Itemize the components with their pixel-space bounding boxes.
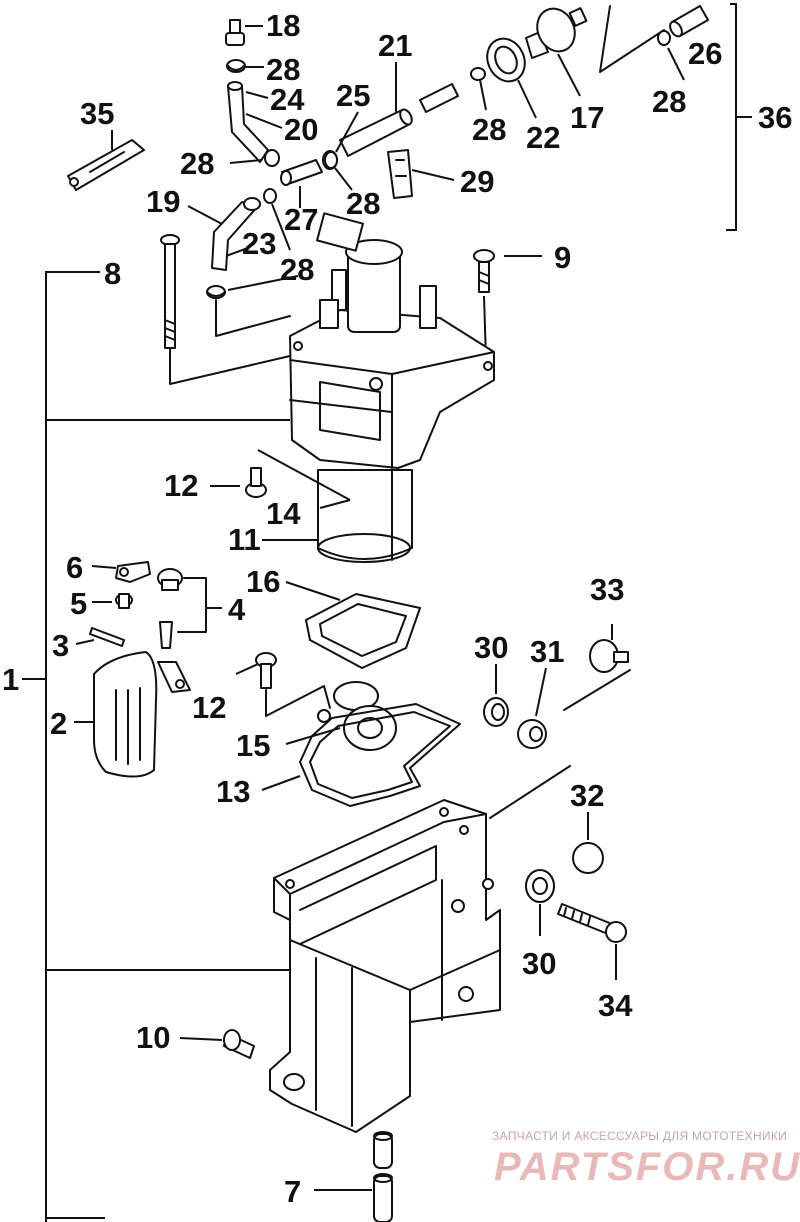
assembly-bracket-36 xyxy=(726,3,752,231)
callout-15: 15 xyxy=(236,728,270,763)
callout-16: 16 xyxy=(246,564,280,599)
callout-23: 23 xyxy=(242,226,276,261)
part-12-screw-lower xyxy=(235,652,331,717)
part-31-seal xyxy=(517,667,547,749)
part-27-connector xyxy=(280,159,323,208)
part-30-washer-upper xyxy=(483,664,509,727)
callout-28: 28 xyxy=(652,84,686,119)
part-28-clamp-26 xyxy=(657,30,685,81)
part-33-cap xyxy=(563,624,631,711)
part-2-cover xyxy=(74,651,158,778)
callout-25: 25 xyxy=(336,78,370,113)
assembly-bracket-1 xyxy=(22,271,290,1222)
callout-28: 28 xyxy=(266,52,300,87)
callout-4: 4 xyxy=(228,592,246,627)
callout-28: 28 xyxy=(346,186,380,221)
watermark-tagline: ЗАПЧАСТИ И АКСЕССУАРЫ ДЛЯ МОТОТЕХНИКИ xyxy=(492,1129,787,1143)
part-11-cylinder xyxy=(257,449,413,563)
callout-5: 5 xyxy=(70,586,87,621)
callout-19: 19 xyxy=(146,184,180,219)
callout-26: 26 xyxy=(688,36,722,71)
part-lower-housing xyxy=(269,765,571,1133)
callout-14: 14 xyxy=(266,496,301,531)
callout-28: 28 xyxy=(180,146,214,181)
part-30-washer-lower xyxy=(525,869,555,936)
callout-33: 33 xyxy=(590,572,624,607)
callout-32: 32 xyxy=(570,778,604,813)
part-upper-body xyxy=(289,212,495,469)
part-28-clamp-low xyxy=(206,275,299,337)
callout-17: 17 xyxy=(570,100,604,135)
watermark: ЗАПЧАСТИ И АКСЕССУАРЫ ДЛЯ МОТОТЕХНИКИ PA… xyxy=(492,1129,800,1189)
callout-8: 8 xyxy=(104,256,121,291)
part-4-valve xyxy=(157,568,222,649)
part-4-clip xyxy=(157,661,191,693)
callout-7: 7 xyxy=(284,1174,301,1209)
part-32-washer xyxy=(572,812,604,874)
part-22-ring xyxy=(486,37,537,119)
part-28-clamp-22 xyxy=(470,67,487,111)
part-35-strap xyxy=(67,130,145,191)
callout-24: 24 xyxy=(270,82,305,117)
part-19-23-hose xyxy=(187,197,261,271)
callout-36: 36 xyxy=(758,100,792,135)
callout-22: 22 xyxy=(526,120,560,155)
part-18-fitting xyxy=(225,19,263,46)
callout-34: 34 xyxy=(598,988,633,1023)
callout-28: 28 xyxy=(280,252,314,287)
callout-18: 18 xyxy=(266,8,300,43)
callout-10: 10 xyxy=(136,1020,170,1055)
callout-31: 31 xyxy=(530,634,564,669)
part-28-clamp-mid xyxy=(324,151,353,191)
watermark-brand: PARTSFOR.RU xyxy=(494,1145,800,1189)
part-10-bolt xyxy=(179,1029,255,1059)
part-13-gasket xyxy=(261,703,461,807)
callout-20: 20 xyxy=(284,112,318,147)
callout-30: 30 xyxy=(474,630,508,665)
part-29-clip xyxy=(387,149,455,199)
callout-21: 21 xyxy=(378,28,412,63)
callout-13: 13 xyxy=(216,774,250,809)
callout-12: 12 xyxy=(192,690,226,725)
part-9-screw xyxy=(473,249,542,361)
callout-35: 35 xyxy=(80,96,114,131)
part-3-pin xyxy=(75,627,125,647)
part-6-bracket xyxy=(91,561,151,583)
part-8-bolt xyxy=(160,234,291,385)
part-7-sleeve xyxy=(314,1131,393,1222)
callout-28: 28 xyxy=(472,112,506,147)
part-5-screw xyxy=(92,593,133,609)
callout-labels: 18 28 24 20 21 25 28 22 17 26 28 36 35 2… xyxy=(2,8,792,1209)
part-28-clamp-left xyxy=(229,149,280,167)
callout-29: 29 xyxy=(460,164,494,199)
part-20-24-hose xyxy=(227,81,283,163)
part-12-screw-upper xyxy=(210,467,267,498)
part-26-hose xyxy=(669,5,709,38)
callout-30: 30 xyxy=(522,946,556,981)
callout-2: 2 xyxy=(50,706,67,741)
callout-11: 11 xyxy=(228,522,261,557)
callout-12: 12 xyxy=(164,468,198,503)
callout-6: 6 xyxy=(66,550,83,585)
callout-3: 3 xyxy=(52,628,69,663)
callout-1: 1 xyxy=(2,662,19,697)
part-17-valve xyxy=(525,5,665,97)
callout-27: 27 xyxy=(284,202,318,237)
part-28-clamp-top xyxy=(226,59,264,73)
part-28-clamp-19 xyxy=(263,188,291,251)
part-16-gasket xyxy=(285,581,421,669)
callout-9: 9 xyxy=(554,240,571,275)
part-34-bolt xyxy=(557,903,627,980)
part-21-hose xyxy=(339,62,459,157)
